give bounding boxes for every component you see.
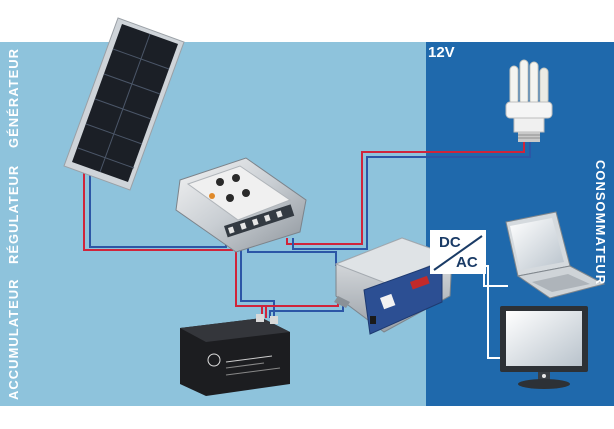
- monitor-icon: [500, 306, 588, 389]
- laptop-icon: [505, 211, 606, 299]
- solar-panel-icon: [63, 17, 185, 191]
- label-consommateur: CONSOMMATEUR: [593, 160, 608, 286]
- inverter-icon: [334, 237, 454, 335]
- regulator-icon: [175, 157, 307, 253]
- label-generateur: GÉNÉRATEUR: [6, 47, 21, 148]
- battery-icon: [180, 314, 290, 396]
- ac-label: AC: [456, 254, 478, 271]
- cfl-bulb-icon: [505, 59, 553, 142]
- label-regulateur: RÉGULATEUR: [6, 164, 21, 264]
- label-accumulateur: ACCUMULATEUR: [6, 278, 21, 400]
- dc-label: DC: [439, 234, 461, 251]
- voltage-label: 12V: [428, 44, 455, 61]
- dc-ac-box: [430, 230, 486, 274]
